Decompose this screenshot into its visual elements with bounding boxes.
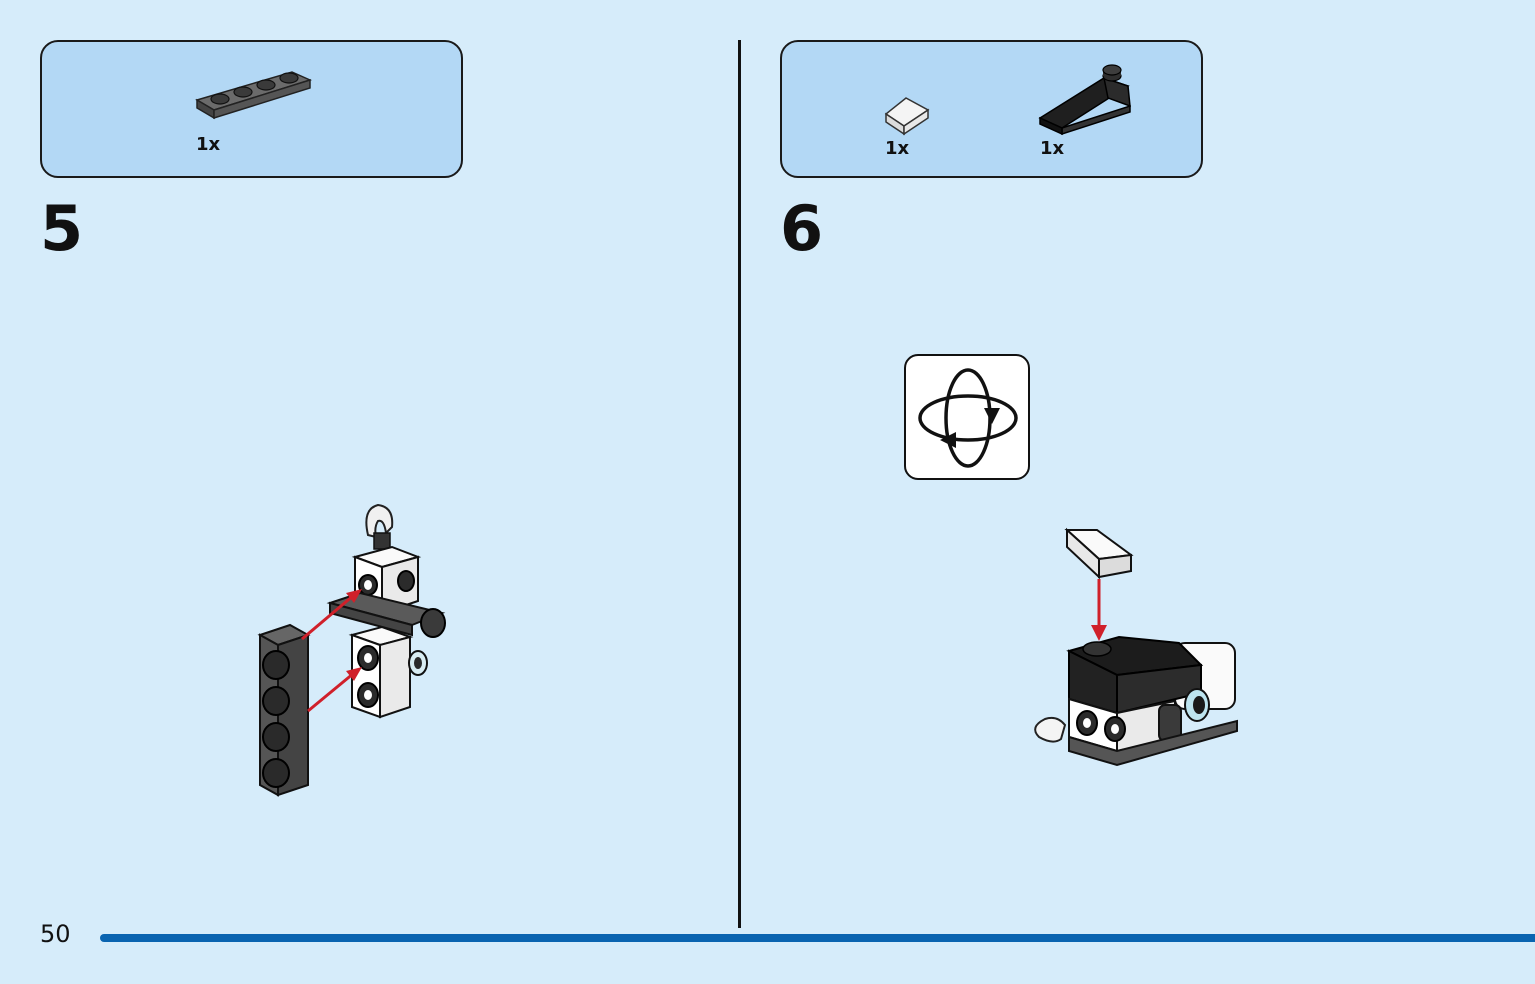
part-quantity: 1x xyxy=(196,134,221,155)
page-divider xyxy=(738,40,741,928)
black-slope-1x3-icon xyxy=(1038,64,1131,136)
dark-grey-plate-1x4-icon xyxy=(195,71,312,120)
step-number-5: 5 xyxy=(40,192,84,265)
step-6-model-illustration xyxy=(1034,527,1238,767)
parts-callout-step-5: 1x xyxy=(40,40,463,178)
parts-callout-step-6: 1x 1x xyxy=(780,40,1203,178)
step-5-model-illustration xyxy=(257,503,446,797)
footer-bar xyxy=(100,934,1535,942)
part-quantity: 1x xyxy=(885,138,910,159)
rotate-model-icon xyxy=(904,354,1030,480)
page-number: 50 xyxy=(40,920,71,948)
step-number-6: 6 xyxy=(780,192,824,265)
white-slope-1x1-icon xyxy=(884,97,930,136)
part-quantity: 1x xyxy=(1040,138,1065,159)
